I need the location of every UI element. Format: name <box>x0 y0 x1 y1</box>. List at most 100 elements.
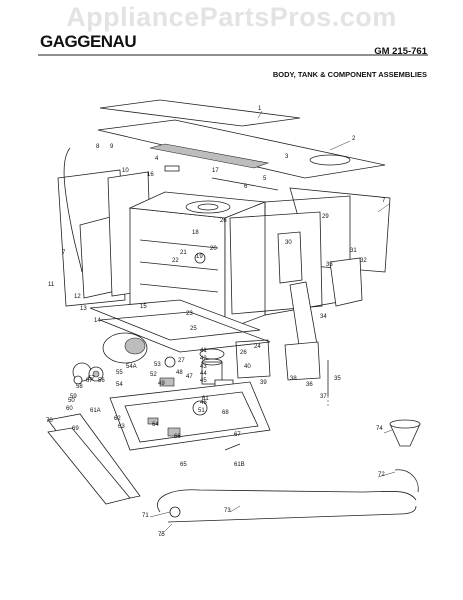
base-tray <box>89 299 261 341</box>
float-switch <box>147 417 159 425</box>
vent-strip <box>149 143 270 169</box>
rail <box>211 177 279 191</box>
gasket-ring <box>73 375 83 385</box>
connector-61b <box>224 443 241 451</box>
callout-16: 16 <box>147 172 154 178</box>
callout-45: 45 <box>200 378 207 384</box>
callout-62: 62 <box>114 416 121 422</box>
callout-67a: 67 <box>234 432 241 438</box>
callout-19: 19 <box>196 254 203 260</box>
inlet-hose <box>167 505 417 523</box>
callout-36: 36 <box>306 382 313 388</box>
callout-61a: 61A <box>90 408 101 414</box>
base-rail <box>99 311 271 353</box>
drain-frame <box>109 381 271 451</box>
callout-72: 72 <box>378 472 385 478</box>
drain-hose <box>157 489 417 513</box>
callout-39: 39 <box>260 380 267 386</box>
callout-56: 56 <box>98 378 105 384</box>
callout-21: 21 <box>180 250 187 256</box>
callout-10: 10 <box>122 168 129 174</box>
callout-49: 49 <box>158 381 165 387</box>
callout-59: 59 <box>70 394 77 400</box>
callout-61b: 61B <box>234 462 245 468</box>
sensor-knob <box>164 356 176 368</box>
callout-66: 66 <box>174 434 181 440</box>
callout-58: 58 <box>76 384 83 390</box>
callout-5: 5 <box>263 176 267 182</box>
model-number: GM 215-761 <box>374 46 427 57</box>
callout-73: 73 <box>224 508 231 514</box>
callout-4: 4 <box>155 156 159 162</box>
funnel-top <box>389 419 421 429</box>
bracket-small <box>164 165 180 172</box>
pump-impeller <box>124 337 146 355</box>
callout-26b: 26 <box>240 350 247 356</box>
callout-22: 22 <box>172 258 179 264</box>
section-title: BODY, TANK & COMPONENT ASSEMBLIES <box>272 70 427 79</box>
rack-rail-1 <box>139 239 219 249</box>
callout-69: 69 <box>72 426 79 432</box>
callout-60: 60 <box>66 406 73 412</box>
callout-35: 35 <box>334 376 341 382</box>
callout-8: 8 <box>96 144 100 150</box>
callout-55: 55 <box>116 370 123 376</box>
callout-50: 50 <box>68 398 75 404</box>
callout-20: 20 <box>210 246 217 252</box>
callout-2: 2 <box>352 136 356 142</box>
callout-6: 6 <box>244 184 248 190</box>
callout-7a: 7 <box>382 198 386 204</box>
drain-pump <box>192 400 208 416</box>
callout-64: 64 <box>152 422 159 428</box>
callout-57: 57 <box>88 376 95 382</box>
callout-12: 12 <box>74 294 81 300</box>
callout-18: 18 <box>192 230 199 236</box>
callout-44: 44 <box>200 371 207 377</box>
callout-29: 29 <box>322 214 329 220</box>
callout-11: 11 <box>48 282 55 288</box>
toe-kick-right <box>284 341 321 381</box>
callout-23: 23 <box>186 311 193 317</box>
callout-40: 40 <box>244 364 251 370</box>
toe-kick-left <box>235 339 271 379</box>
callout-13: 13 <box>80 306 87 312</box>
callout-15: 15 <box>140 304 147 310</box>
sensor-block <box>159 377 175 387</box>
callout-54a: 54A <box>126 364 137 370</box>
watermark: AppliancePartsPros.com <box>66 2 397 32</box>
leader-lines <box>149 110 396 537</box>
callout-75: 75 <box>158 532 165 538</box>
top-plate <box>97 119 386 179</box>
callout-54: 54 <box>116 382 123 388</box>
top-plate-recess <box>309 154 351 166</box>
callout-25: 25 <box>190 326 197 332</box>
callout-43: 43 <box>200 364 207 370</box>
callout-61: 61 <box>202 396 209 402</box>
callout-46: 46 <box>200 400 207 406</box>
valve-block <box>167 427 181 437</box>
filter-cylinder <box>201 361 223 385</box>
callout-24: 24 <box>254 344 261 350</box>
callout-32: 32 <box>360 258 367 264</box>
callout-labels: 1 2 3 4 5 6 7 7 8 9 10 11 12 13 14 15 16… <box>46 106 386 538</box>
callout-67b: 67 <box>86 378 93 384</box>
brand-logo: GAGGENAU <box>40 32 137 51</box>
tank-top-vent <box>185 200 231 214</box>
callout-17: 17 <box>212 168 219 174</box>
callout-42: 42 <box>200 356 207 362</box>
filter-cylinder-top <box>201 358 223 366</box>
callout-33: 33 <box>326 262 333 268</box>
callout-63: 63 <box>118 424 125 430</box>
pump-seal-inner <box>92 370 100 378</box>
hose-left <box>63 147 83 273</box>
callout-14: 14 <box>94 318 101 324</box>
callout-52: 52 <box>150 372 157 378</box>
tank-top-vent-inner <box>197 203 219 211</box>
rack-rail-3 <box>139 283 219 293</box>
callout-68: 68 <box>222 410 229 416</box>
callout-7b: 7 <box>62 250 66 256</box>
callout-1: 1 <box>258 106 262 112</box>
callout-65: 65 <box>180 462 187 468</box>
callout-37: 37 <box>320 394 327 400</box>
